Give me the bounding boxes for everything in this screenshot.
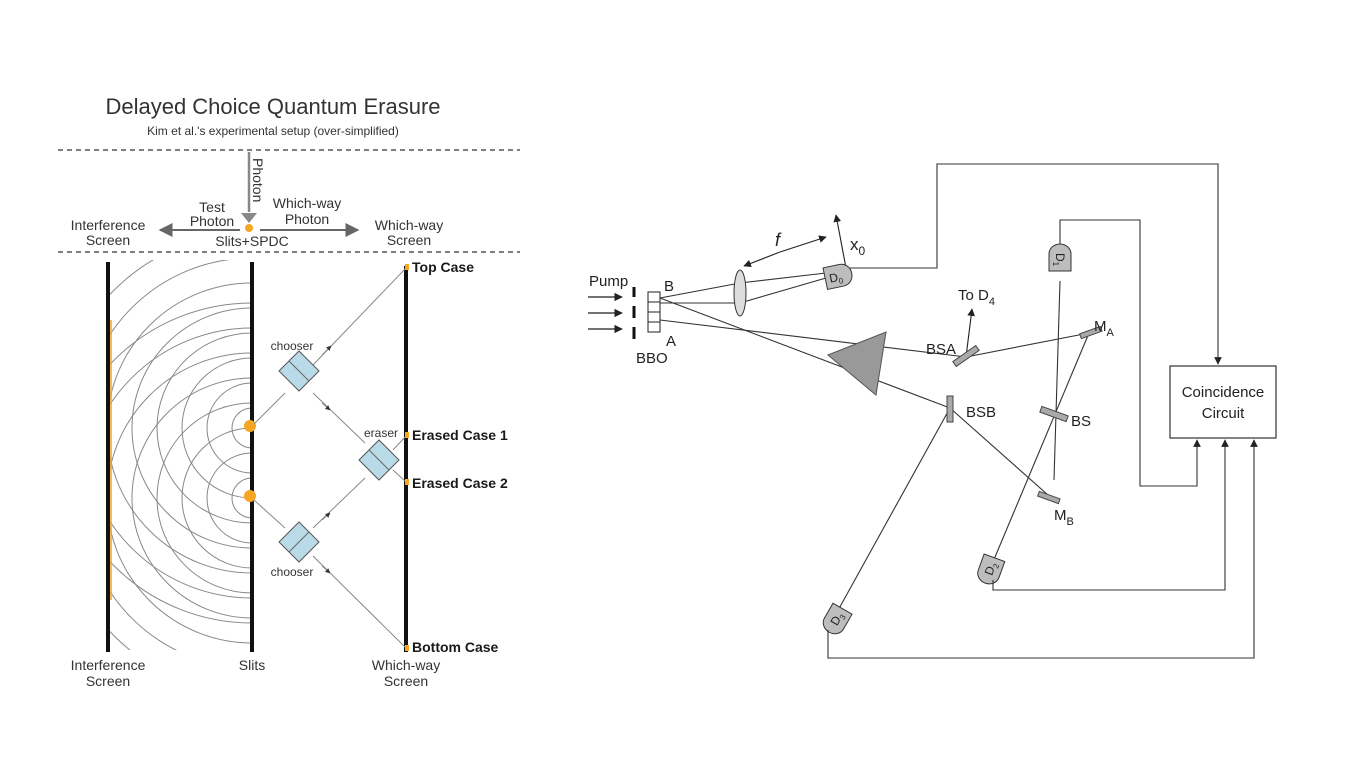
bbo-label: BBO (636, 350, 668, 367)
focal-length-label: f (775, 230, 782, 250)
which-way-screen-bottom-label-1: Which-way (372, 657, 440, 673)
slits-label: Slits (239, 657, 265, 673)
coincidence-label-1: Coincidence (1182, 384, 1265, 401)
wiring (827, 163, 1258, 659)
x0-label: x0 (850, 235, 866, 258)
focal-length-arrow-b (779, 235, 827, 253)
top-case-label: Top Case (412, 259, 474, 275)
which-way-screen-bottom-label-2: Screen (384, 673, 428, 689)
detector-d1: D1 (1048, 243, 1072, 272)
interference-screen-top-label-2: Screen (86, 232, 130, 248)
point-b-label: B (664, 278, 674, 295)
spdc-source-icon (245, 224, 253, 232)
left-subtitle: Kim et al.'s experimental setup (over-si… (147, 124, 399, 138)
eraser-icon (358, 439, 400, 481)
pump-arrows (588, 292, 623, 334)
which-way-photon-label-2: Photon (285, 211, 329, 227)
mb-label: MB (1054, 507, 1074, 528)
which-way-screen-top-label-1: Which-way (375, 217, 443, 233)
detector-d0: D0 (822, 263, 853, 291)
slit-photon-top-icon (244, 420, 256, 432)
top-case-marker (405, 264, 409, 270)
svg-text:D2: D2 (982, 559, 1002, 577)
pump-label: Pump (589, 273, 628, 290)
bottom-case-marker (405, 645, 409, 651)
bsa-label: BSA (926, 341, 956, 358)
bottom-case-label: Bottom Case (412, 639, 499, 655)
slit-photon-bottom-icon (244, 490, 256, 502)
photon-label: Photon (250, 158, 266, 202)
erased-case-1-marker (405, 432, 409, 438)
which-way-paths (253, 267, 407, 649)
coincidence-label-2: Circuit (1202, 405, 1245, 422)
left-title: Delayed Choice Quantum Erasure (105, 94, 440, 119)
svg-text:D1: D1 (1051, 253, 1067, 267)
bbo-crystal (647, 291, 661, 333)
which-way-photon-label-1: Which-way (273, 195, 341, 211)
mb-mirror (1036, 490, 1061, 505)
slits-spdc-label: Slits+SPDC (215, 233, 289, 249)
erased-case-1-label: Erased Case 1 (412, 427, 508, 443)
bs-label: BS (1071, 413, 1091, 430)
bsb-splitter (946, 395, 954, 423)
to-d4-label: To D4 (958, 287, 995, 308)
erased-case-2-label: Erased Case 2 (412, 475, 508, 491)
ma-mirror (1078, 325, 1103, 340)
prism-icon (827, 331, 887, 396)
ma-label: MA (1094, 318, 1115, 339)
which-way-screen-top-label-2: Screen (387, 232, 431, 248)
right-diagram: Pump BBO A B (588, 163, 1277, 659)
beam-paths (659, 272, 1090, 615)
to-d4-arrow (965, 308, 975, 358)
bsb-label: BSB (966, 404, 996, 421)
focal-length-arrow-a (743, 251, 781, 268)
svg-text:D0: D0 (828, 269, 845, 287)
erased-case-2-marker (405, 479, 409, 485)
interference-screen-top-label-1: Interference (71, 217, 146, 233)
x0-arrow (833, 214, 847, 269)
svg-text:D3: D3 (827, 609, 848, 629)
lens-icon (733, 269, 747, 317)
detector-d3: D3 (822, 602, 853, 635)
spdc-crystal-icon (241, 213, 257, 223)
eraser-label: eraser (364, 426, 398, 440)
bs-splitter (1039, 405, 1069, 423)
test-photon-label-1: Test (199, 199, 225, 215)
point-a-label: A (666, 333, 676, 350)
bsa-splitter (952, 344, 980, 368)
chooser-bottom-label: chooser (271, 565, 314, 579)
chooser-top-icon (278, 350, 320, 392)
interference-screen-bottom-label-1: Interference (71, 657, 146, 673)
chooser-bottom-icon (278, 521, 320, 563)
left-diagram: Delayed Choice Quantum Erasure Kim et al… (58, 94, 520, 689)
interference-screen-bottom-label-2: Screen (86, 673, 130, 689)
coincidence-circuit-box (1169, 365, 1277, 439)
chooser-top-label: chooser (271, 339, 314, 353)
test-photon-label-2: Photon (190, 213, 234, 229)
detector-d2: D2 (977, 553, 1006, 585)
